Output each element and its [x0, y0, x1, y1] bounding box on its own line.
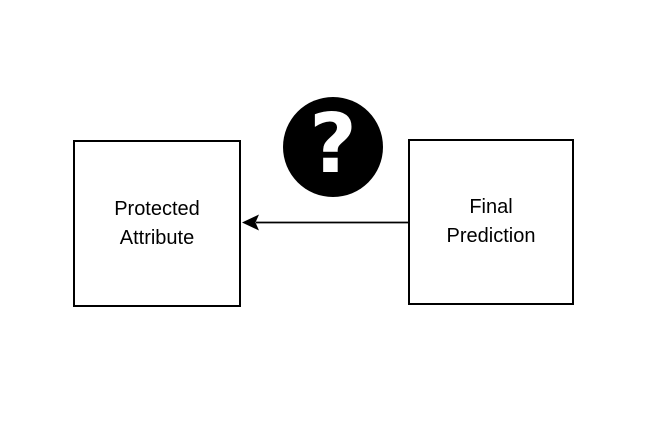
question-mark-badge: ? — [283, 97, 383, 197]
node-label-line: Protected — [114, 197, 200, 220]
arrow-head-icon — [242, 214, 259, 231]
node-label-line: Final — [469, 196, 513, 218]
node-label-line: Attribute — [119, 226, 195, 249]
node-final-prediction: Final Prediction — [408, 139, 574, 305]
node-protected-attribute: Protected Attribute — [73, 140, 241, 307]
node-label-line: Prediction — [446, 225, 536, 247]
question-mark-icon: ? — [309, 97, 357, 192]
